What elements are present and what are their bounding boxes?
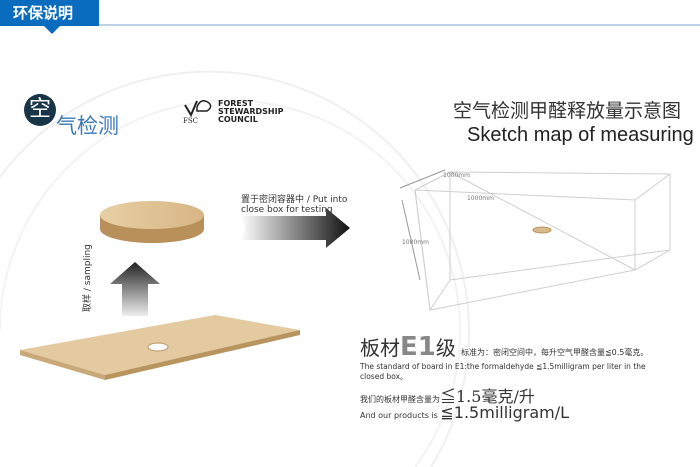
header-notch — [44, 26, 60, 34]
e1-suffix: 级 — [435, 336, 456, 360]
air-test-logo-icon: 空 — [24, 94, 56, 126]
header-title: 环保说明 — [0, 0, 99, 26]
our-content-cn-value: ≦1.5毫克/升 — [440, 387, 535, 406]
e1-prefix: 板材 — [360, 336, 400, 360]
header-divider — [99, 24, 700, 26]
dimension-depth: 1000mm — [467, 195, 494, 202]
put-label: 置于密闭容器中 / Put into close box for testing — [241, 192, 347, 215]
measuring-box — [399, 169, 671, 311]
fsc-name: FOREST STEWARDSHIP COUNCIL — [218, 100, 283, 124]
diagram-title-cn: 空气检测甲醛释放量示意图 — [453, 100, 682, 122]
fsc-abbr: FSC — [183, 117, 199, 125]
our-content-cn-prefix: 我们的板材甲醛含量为 — [360, 395, 440, 404]
e1-standard: 板材E1级 标准为：密闭空间中，每升空气甲醛含量≦0.5毫克。 — [360, 332, 648, 362]
fsc-line: COUNCIL — [218, 115, 258, 124]
right-arrow-icon — [240, 208, 350, 248]
fsc-line: FOREST — [218, 99, 254, 108]
our-content-en-value: ≦1.5milligram/L — [440, 403, 570, 422]
sampling-label: 取样 / sampling — [83, 244, 93, 312]
e1-description: 标准为：密闭空间中，每升空气甲醛含量≦0.5毫克。 — [460, 348, 649, 357]
our-content-en: And our products is ≦1.5milligram/L — [360, 403, 569, 422]
e1-grade: E1 — [400, 332, 436, 362]
diagram-title-en: Sketch map of measuring — [467, 124, 694, 146]
air-test-logo-text: 气检测 — [56, 114, 119, 138]
fsc-line: STEWARDSHIP — [218, 107, 284, 116]
put-label-en: / Put into — [306, 195, 348, 205]
put-label-en2: close box for testing — [241, 205, 333, 215]
wood-board — [20, 315, 300, 380]
board-sample-disc — [100, 201, 204, 243]
up-arrow-icon — [110, 262, 160, 316]
our-content-en-prefix: And our products is — [360, 411, 441, 420]
dimension-width: 1000mm — [443, 172, 470, 179]
put-label-cn: 置于密闭容器中 — [241, 195, 305, 205]
fsc-tree-icon: FSC — [183, 97, 215, 125]
standard-en: The standard of board in E1:the formalde… — [360, 362, 646, 381]
dimension-height: 1000mm — [402, 239, 429, 246]
our-content-cn: 我们的板材甲醛含量为≦1.5毫克/升 — [360, 383, 535, 407]
